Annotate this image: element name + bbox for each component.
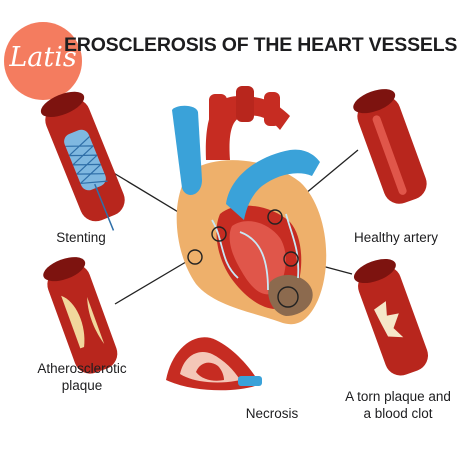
coronary-vessels [211,213,300,291]
label-healthy-artery: Healthy artery [353,230,439,245]
artery-branch-3 [264,92,280,126]
necrosis-cross-section [166,337,262,391]
artery-atherosclerotic [43,257,118,374]
label-necrosis: Necrosis [245,406,299,421]
label-torn-plaque: A torn plaque and a blood clot [345,389,451,421]
artery-stenting [40,91,125,231]
vena-cava [172,105,202,195]
pulmonary-artery [226,149,320,220]
diagram-title: EROSCLEROSIS OF THE HEART VESSELS [64,34,458,56]
logo-text: Latis [9,42,77,73]
callout-circles [187,209,299,308]
artery-branch-2 [236,86,254,122]
label-stenting: Stenting [56,230,106,245]
callout-healthy [267,209,283,225]
plaque-deposit [61,295,85,349]
callout-torn [283,251,299,267]
connector-atherosclerotic [114,255,197,305]
necrosis-area [268,275,313,316]
callout-atherosclerotic [187,249,203,265]
stent-mesh [65,136,108,185]
heart [172,86,327,325]
callout-stenting [211,226,227,242]
artery-torn-plaque [353,258,429,376]
label-atherosclerotic-plaque: Atherosclerotic plaque [37,361,127,393]
artery-branch-1 [209,94,227,126]
artery-healthy [353,89,427,204]
callout-necrosis [277,286,299,308]
heart-muscle-inner [229,221,286,295]
torn-plaque-clot [374,301,404,338]
catheter-wire [94,183,115,231]
necrosis-vessel [238,376,262,386]
latis-logo: Latis [4,22,82,100]
